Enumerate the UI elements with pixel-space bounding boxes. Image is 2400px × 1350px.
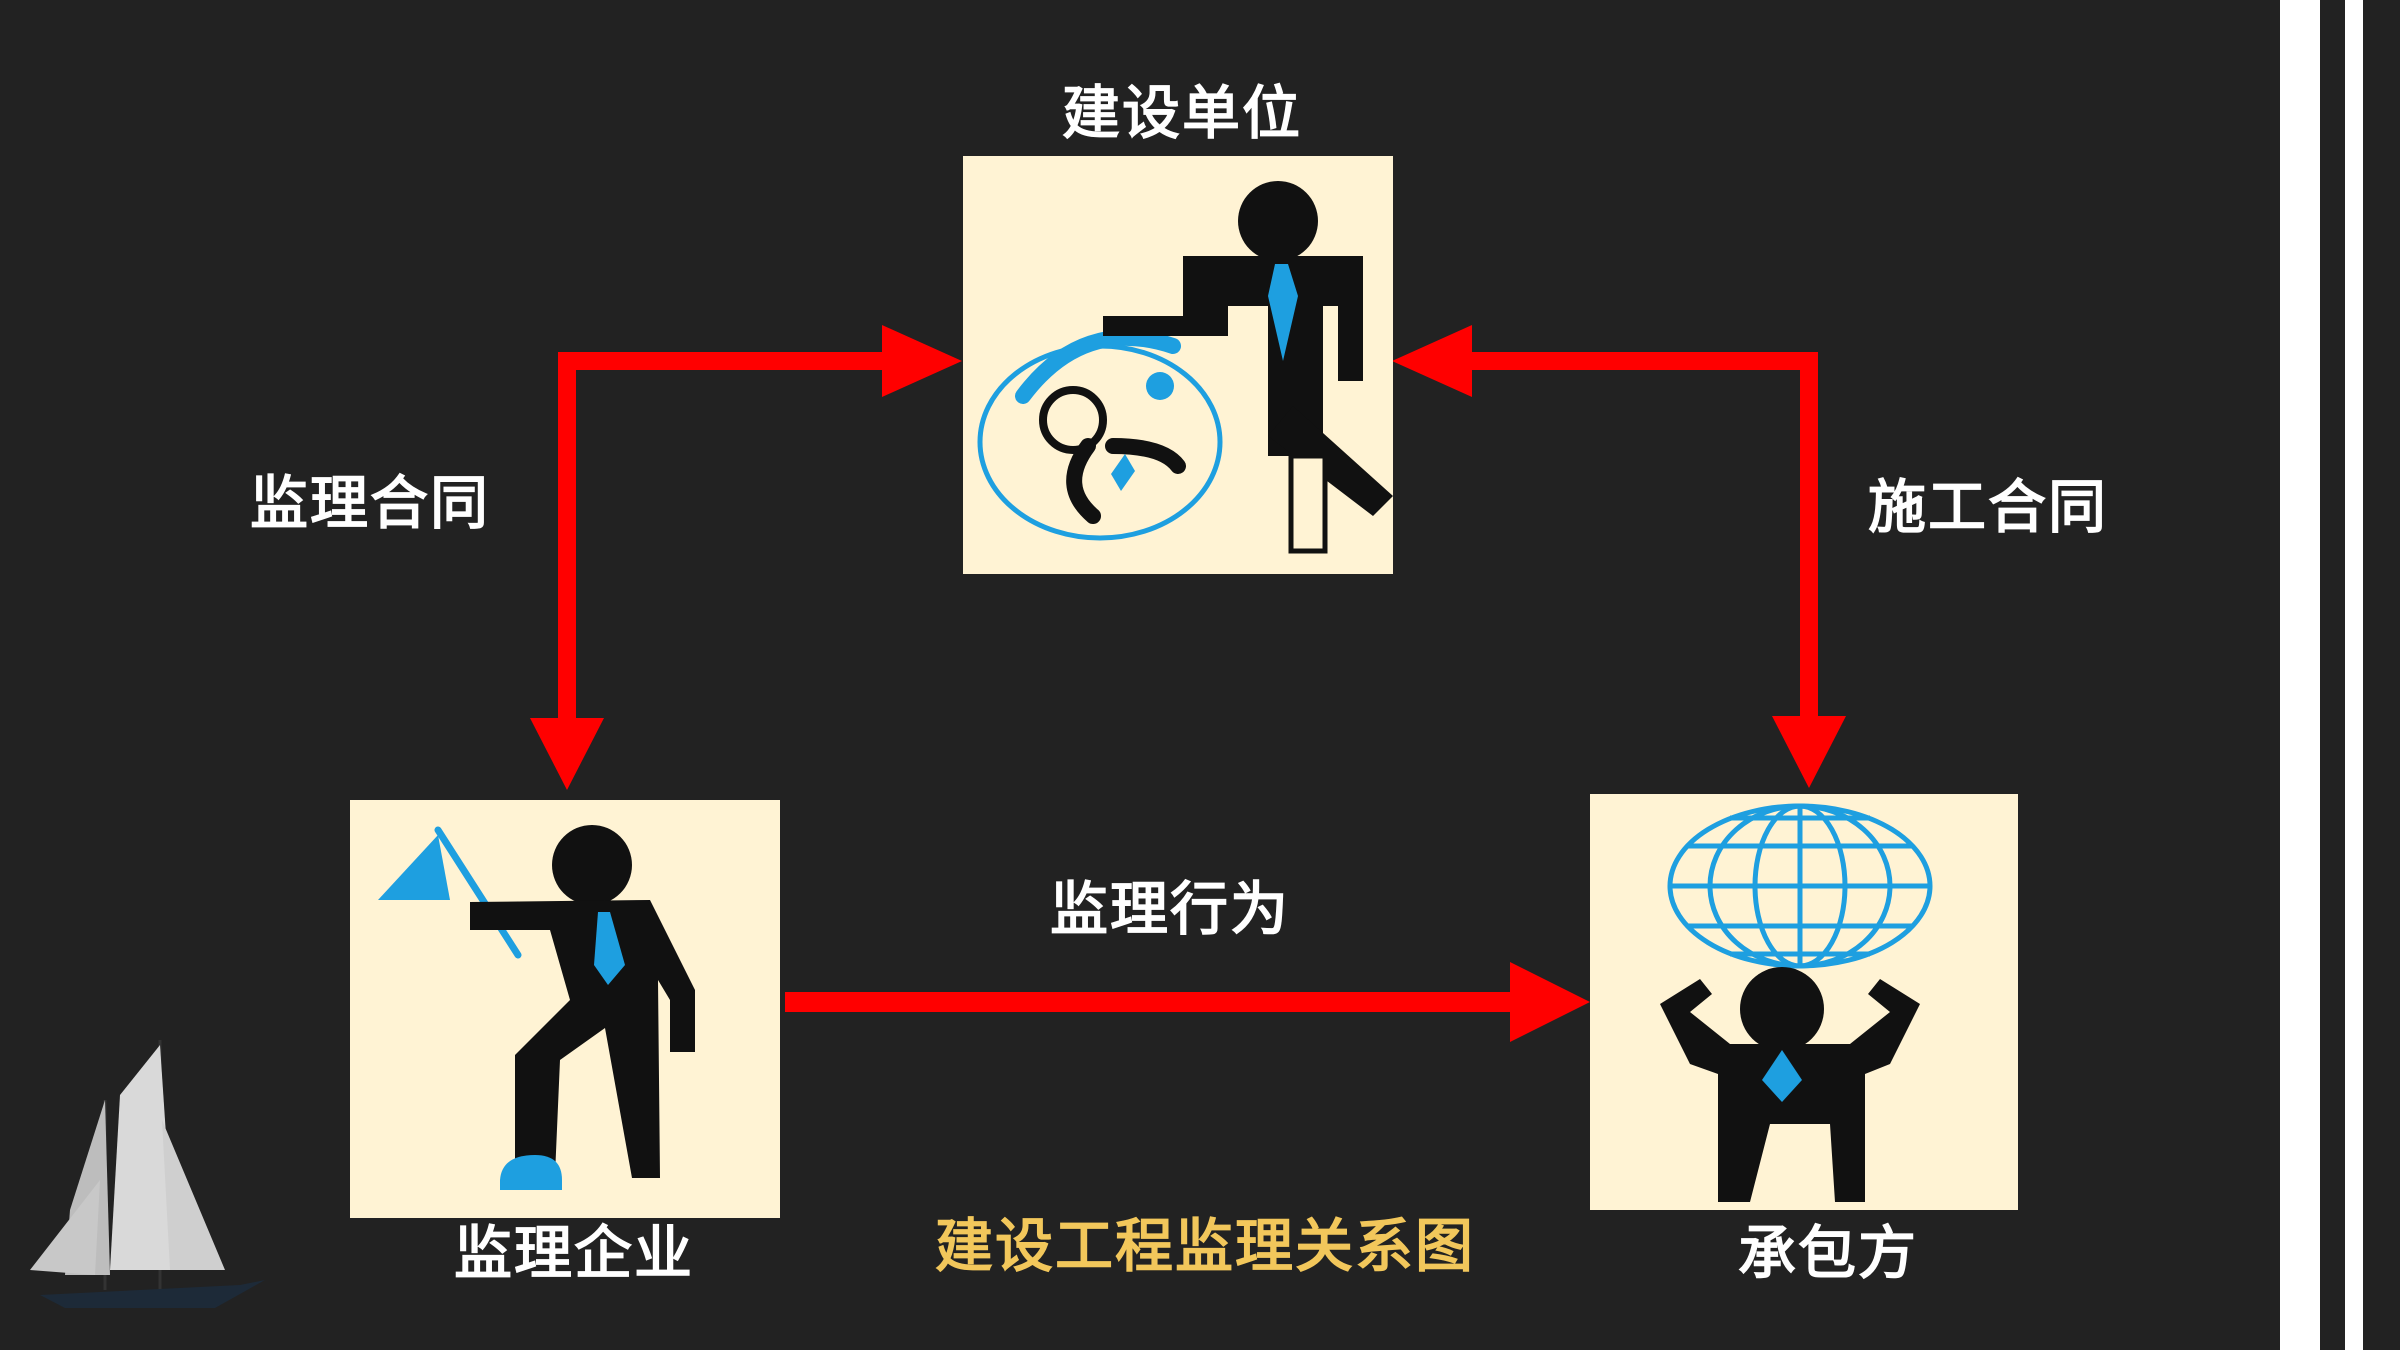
supervision-behavior-arrow: [785, 962, 1590, 1042]
diagram-title: 建设工程监理关系图: [935, 1212, 1476, 1280]
owner-card: [963, 156, 1393, 574]
construction-contract-arrow: [1392, 325, 1846, 788]
leaning-businessman-icon: [977, 181, 1393, 554]
owner-label: 建设单位: [1062, 79, 1303, 147]
flag-pointing-man-icon: [378, 825, 695, 1190]
supervisor-label: 监理企业: [454, 1219, 695, 1287]
contractor-label: 承包方: [1738, 1219, 1919, 1287]
right-border-stripe-wide: [2280, 0, 2320, 1350]
supervisor-card: [350, 800, 780, 1218]
supervision-contract-label: 监理合同: [250, 469, 491, 537]
construction-contract-label: 施工合同: [1868, 473, 2109, 541]
man-lifting-globe-icon: [1660, 803, 1933, 1202]
right-border-stripe-narrow: [2345, 0, 2363, 1350]
supervision-behavior-label: 监理行为: [1050, 875, 1291, 943]
supervision-contract-arrow: [530, 325, 962, 790]
sailboat-icon: [30, 1040, 265, 1308]
contractor-card: [1590, 794, 2018, 1210]
